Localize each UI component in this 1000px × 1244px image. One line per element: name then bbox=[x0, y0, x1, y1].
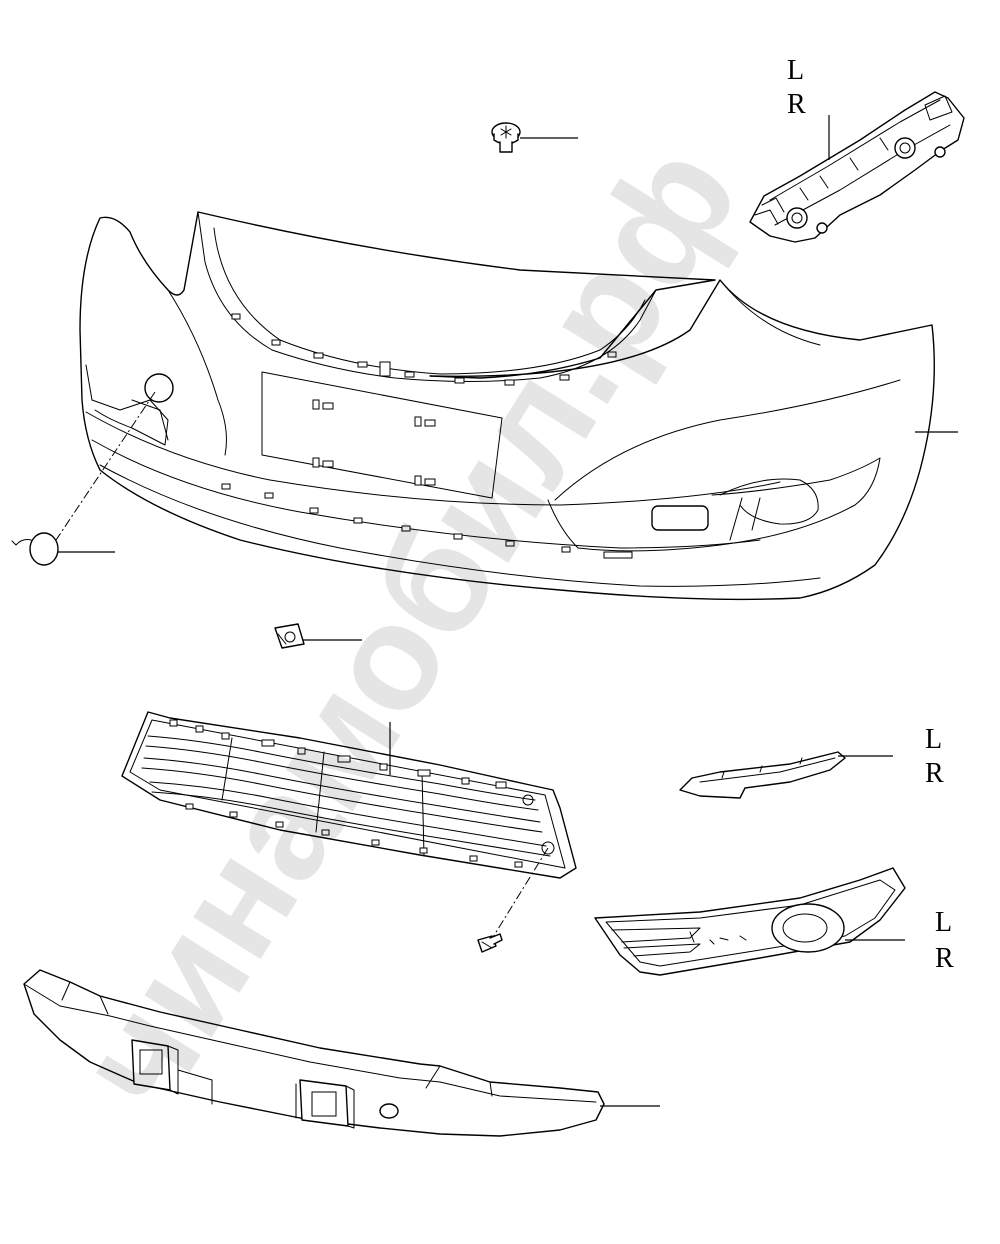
lower-slots bbox=[221, 483, 633, 559]
grille-bottom-clips bbox=[185, 803, 523, 868]
bumper-bracket-part[interactable] bbox=[749, 91, 965, 243]
bracket-label-left: L bbox=[787, 55, 805, 86]
clip-rivet-part[interactable] bbox=[491, 122, 578, 153]
screw-part[interactable] bbox=[477, 933, 503, 953]
bracket-label-right: R bbox=[787, 89, 806, 120]
foglamp-bezel-label-right: R bbox=[935, 943, 954, 974]
front-bumper-cover-part[interactable] bbox=[79, 211, 958, 601]
lower-grille-part[interactable] bbox=[121, 711, 577, 943]
speed-nut-part[interactable] bbox=[274, 623, 362, 649]
tow-hook-cap-part[interactable] bbox=[11, 391, 156, 566]
fog-lamp-bezel-part[interactable] bbox=[594, 867, 906, 976]
molding-label-left: L bbox=[925, 724, 943, 755]
grille-opening-slots bbox=[231, 313, 617, 386]
energy-absorber-part[interactable] bbox=[23, 969, 660, 1137]
grille-top-clips bbox=[169, 719, 507, 789]
foglamp-bezel-label-left: L bbox=[935, 907, 953, 938]
molding-label-right: R bbox=[925, 758, 944, 789]
chrome-molding-part[interactable] bbox=[679, 751, 893, 799]
